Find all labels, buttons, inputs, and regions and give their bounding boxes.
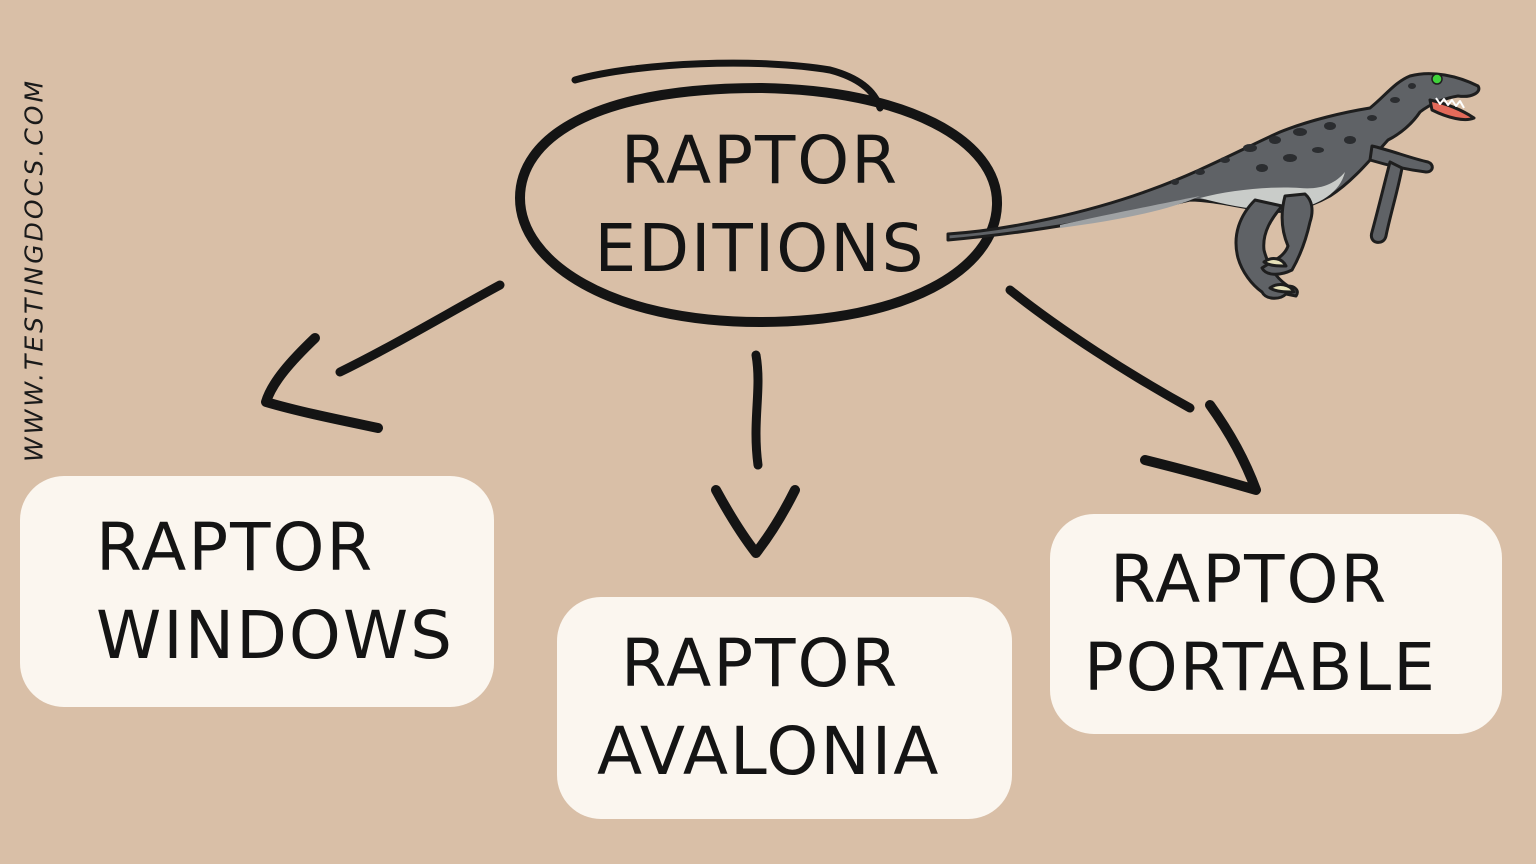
arrow-to-windows [266,285,500,428]
watermark-text: WWW.TESTINGDOCS.COM [20,78,49,462]
node-line2: PORTABLE [1084,624,1502,712]
central-node: RAPTOR EDITIONS [540,105,980,305]
central-node-line1: RAPTOR [621,117,899,205]
arrow-to-avalonia [716,355,795,553]
node-raptor-avalonia: RAPTOR AVALONIA [557,597,1012,819]
node-raptor-windows: RAPTOR WINDOWS [20,476,494,707]
node-raptor-portable: RAPTOR PORTABLE [1050,514,1502,734]
raptor-icon [948,74,1479,299]
arrow-to-portable [1010,290,1256,490]
node-line1: RAPTOR [1084,536,1502,624]
node-line2: WINDOWS [96,592,494,680]
node-line2: AVALONIA [597,708,1012,796]
node-line1: RAPTOR [597,620,1012,708]
central-node-line2: EDITIONS [595,205,926,293]
node-line1: RAPTOR [96,504,494,592]
